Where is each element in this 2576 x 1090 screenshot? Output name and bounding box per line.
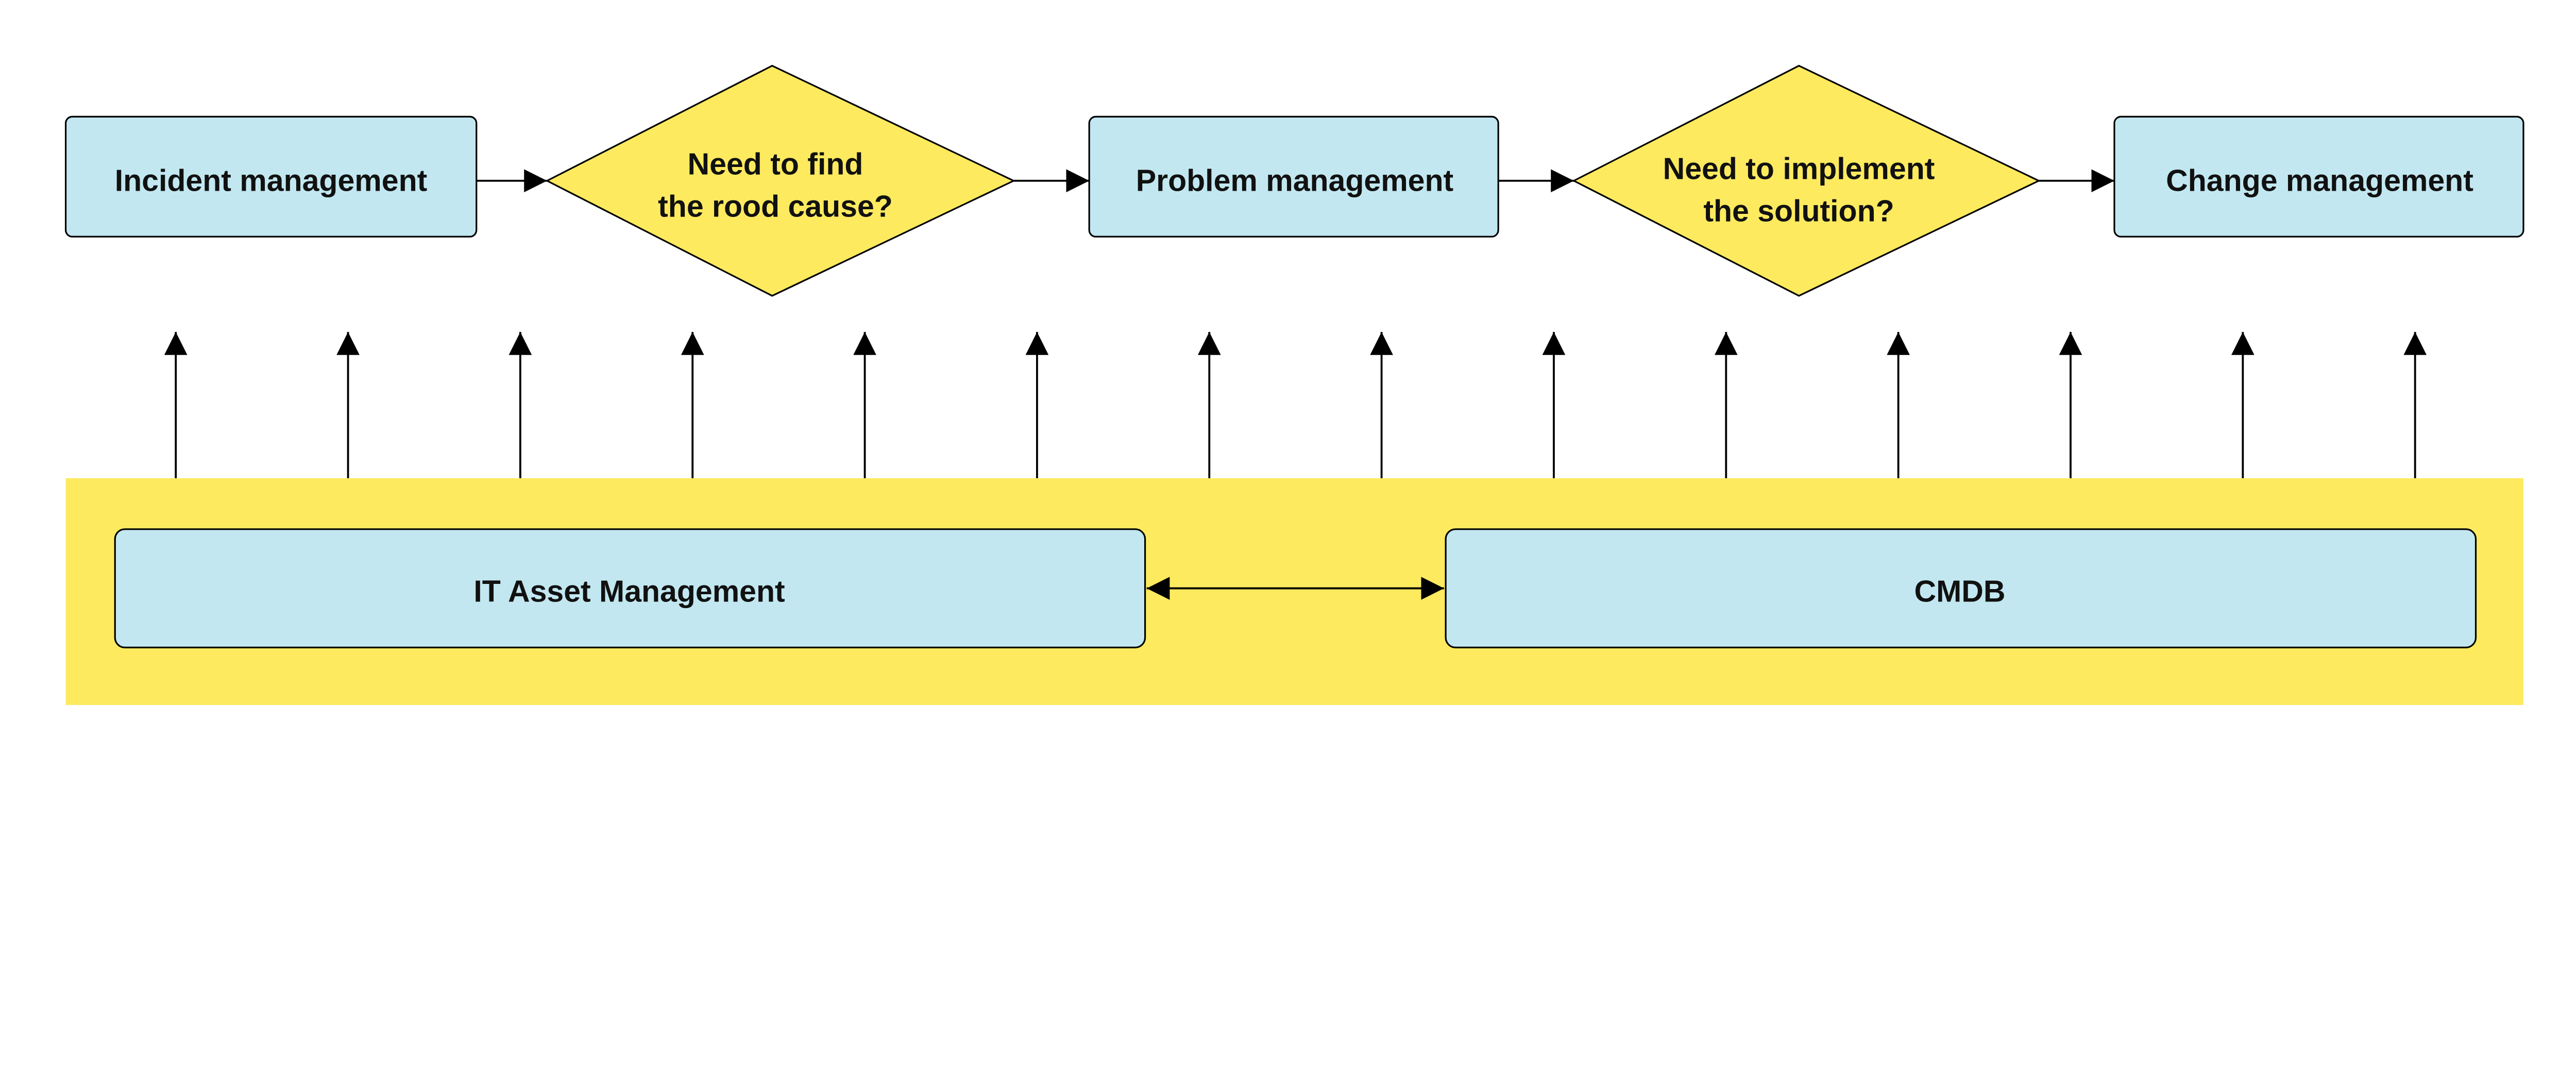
change-management-label: Change management [2166, 163, 2473, 198]
decision-root-cause-label: Need to find the rood cause? [658, 143, 893, 228]
decision-root-cause-line2: the rood cause? [658, 189, 893, 224]
it-asset-management-box[interactable] [114, 528, 1146, 648]
itsm-flow-diagram: Incident management Need to find the roo… [64, 64, 2524, 705]
up-arrows [164, 332, 2427, 478]
it-asset-management-label: IT Asset Management [473, 574, 785, 609]
problem-management-box[interactable] [1088, 115, 1499, 238]
diagram-shapes [64, 64, 2524, 705]
decision-implement-label: Need to implement the solution? [1663, 147, 1935, 232]
incident-management-box[interactable] [64, 115, 478, 238]
decision-implement-line2: the solution? [1703, 194, 1894, 228]
problem-management-label: Problem management [1136, 163, 1454, 198]
cmdb-box[interactable] [1445, 528, 2477, 648]
decision-root-cause-line1: Need to find [687, 147, 863, 181]
decision-implement-line1: Need to implement [1663, 152, 1935, 186]
change-management-box[interactable] [2113, 115, 2524, 238]
incident-management-label: Incident management [114, 163, 428, 198]
cmdb-label: CMDB [1914, 574, 2006, 609]
